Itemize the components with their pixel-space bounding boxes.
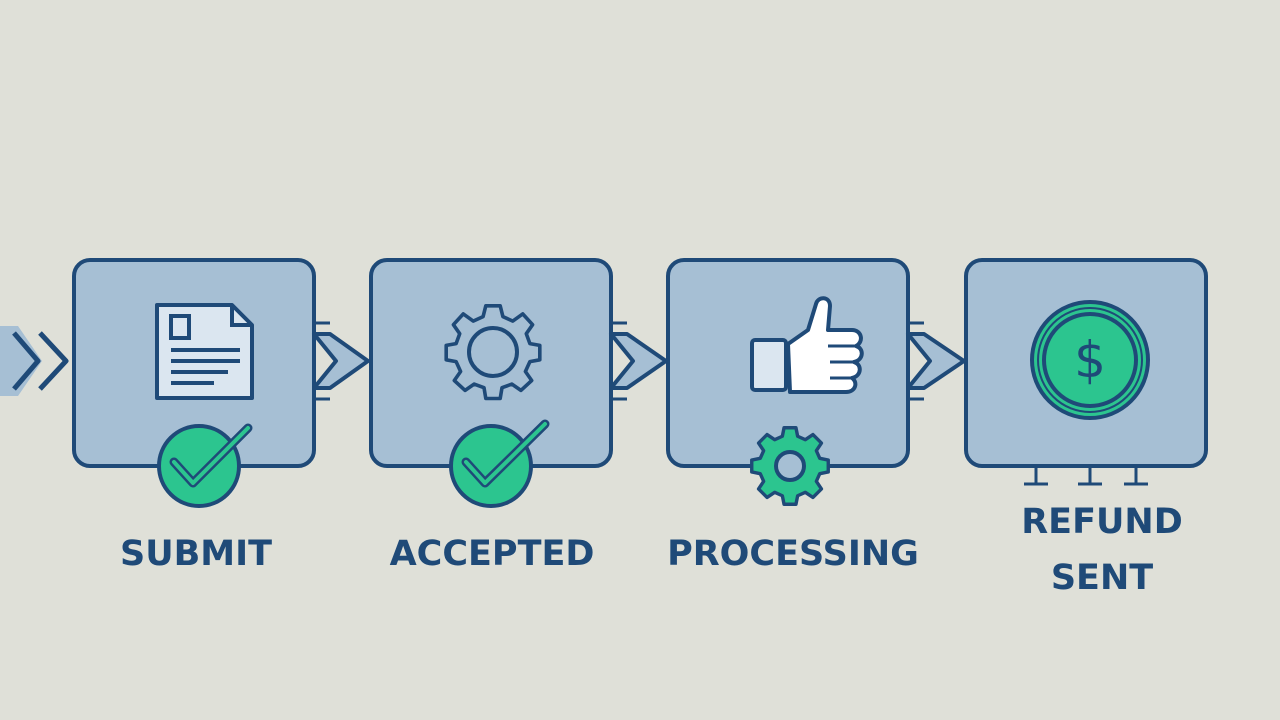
check-circle-icon [157, 423, 253, 508]
base-ticks [1024, 466, 1148, 486]
step-label-accepted: ACCEPTED [389, 534, 595, 574]
step-label-submit: SUBMIT [119, 534, 273, 574]
step-processing [666, 258, 910, 506]
connector-arrow [906, 321, 966, 401]
check-circle-icon [449, 419, 550, 508]
gear-icon [444, 303, 542, 401]
thumbs-up-icon [750, 296, 864, 394]
gear-icon [750, 426, 830, 506]
step-label-refund-sent: REFUND SENT [1021, 502, 1183, 598]
document-icon [155, 303, 254, 400]
step-label-processing: PROCESSING [667, 534, 919, 574]
connector-arrow [312, 321, 370, 401]
connector-arrow [609, 321, 668, 401]
step-accepted [369, 258, 613, 508]
incoming-arrow [0, 326, 69, 396]
step-refund-sent: $ [964, 258, 1208, 486]
svg-text:$: $ [1074, 331, 1106, 389]
step-submit [72, 258, 316, 508]
dollar-coin-icon: $ [1030, 300, 1150, 420]
